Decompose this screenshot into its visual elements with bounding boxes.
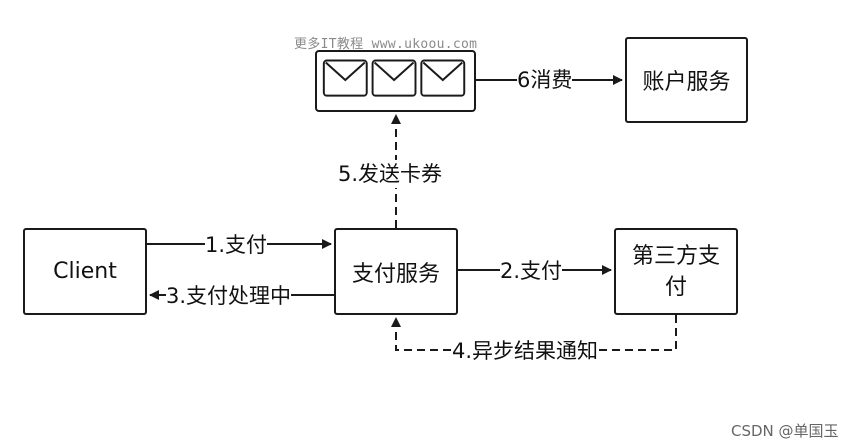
watermark-bottom: CSDN @单国玉 — [731, 422, 839, 440]
envelope-icon — [420, 59, 466, 97]
account-service-node: 账户服务 — [625, 37, 748, 123]
edge-2-label: 2.支付 — [500, 259, 563, 283]
edge-5-label: 5.发送卡券 — [338, 160, 443, 188]
pay-service-node: 支付服务 — [334, 228, 458, 315]
third-party-pay-node: 第三方支付 — [614, 228, 738, 315]
edge-6-label: 6消费 — [517, 68, 573, 92]
envelope-icon — [371, 59, 417, 97]
client-node: Client — [23, 228, 147, 315]
watermark-top: 更多IT教程 www.ukoou.com — [294, 37, 478, 52]
message-queue-box — [315, 50, 476, 112]
edge-4-label: 4.异步结果通知 — [452, 339, 599, 363]
edge-3-label: 3.支付处理中 — [166, 284, 292, 308]
message-queue-envelopes — [322, 59, 466, 97]
edge-1-label: 1.支付 — [205, 233, 268, 257]
envelope-icon — [322, 59, 368, 97]
